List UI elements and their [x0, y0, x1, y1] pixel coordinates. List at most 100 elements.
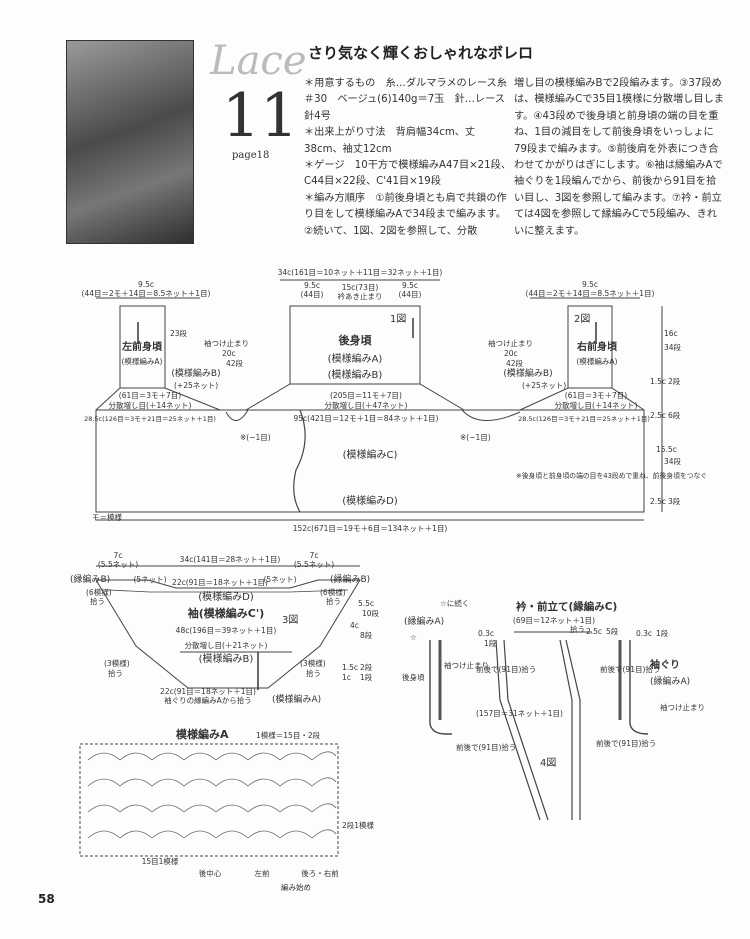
- right-front-pattern: (模様編みA): [577, 356, 618, 366]
- fig3-r1: 1段: [360, 672, 373, 682]
- left-front-panel: [119, 305, 166, 389]
- pattern-a-back-center: 後中心: [199, 868, 222, 878]
- fig3-r1c: 1c: [342, 673, 351, 682]
- left-61: (61目＝3モ＋7目): [119, 391, 182, 400]
- fig3-bottom-pick: 袖ぐりの縁編みAから拾う: [164, 695, 252, 705]
- fig3-r10: 10段: [362, 608, 380, 618]
- fig1-back-neck: 15c(73目): [342, 283, 379, 292]
- mo-legend: モ＝模様: [92, 512, 122, 522]
- fig4-label: 4図: [540, 757, 556, 769]
- fig3-rows6-right: (6模様): [320, 587, 346, 597]
- back-dist: 分散増し目(＋47ネット): [325, 400, 408, 410]
- fig3-edge-b-left: (縁編みB): [70, 573, 110, 585]
- fig3-pick3-right: 拾う: [306, 668, 321, 678]
- fig4-back-body: 後身頃: [402, 672, 425, 682]
- fig2-label: 2図: [574, 313, 590, 325]
- fig3-r2: 2段: [360, 662, 373, 672]
- fig1-left-shoulder-c: 9.5c: [138, 280, 154, 289]
- model-photo: [66, 40, 194, 244]
- back-pattern-a: (模様編みA): [328, 352, 383, 365]
- back-pattern-b: (模様編みB): [328, 368, 383, 381]
- fig3-right-7c: 7c: [310, 551, 319, 560]
- back-panel: [289, 305, 421, 385]
- fig4-pick-top: 拾う: [570, 624, 585, 634]
- pattern-c-label: (模様編みC): [343, 448, 398, 461]
- fig3-rows3-right: (3模様): [300, 658, 326, 668]
- fig4-c25: 2.5c: [586, 627, 602, 636]
- fig3-pattern-d: (模様編みD): [198, 590, 254, 603]
- r-15c: 1.5c: [650, 377, 666, 386]
- lace-page-ref: page18: [232, 150, 270, 161]
- right-c20: 20c: [504, 349, 518, 358]
- fig4-front-back-91-left: 前後で(91目)拾う: [476, 664, 536, 674]
- fig3-left-7c: 7c: [114, 551, 123, 560]
- row-c95: 95c(421目＝12モ＋1目＝84ネット＋1目): [294, 414, 439, 423]
- r-6: 6段: [668, 410, 681, 420]
- fig4-rows1-left: 1段: [484, 638, 497, 648]
- fig4-armhole: 袖ぐり: [649, 658, 680, 671]
- fig3-rows6-left: (6模様): [86, 587, 112, 597]
- body-outline: [95, 409, 645, 513]
- fig3-pick3-left: 拾う: [108, 668, 123, 678]
- left-dist: 分散増し目(＋14ネット): [109, 400, 192, 410]
- left-plus-25: (+25ネット): [174, 381, 218, 390]
- fig3-pick-left: 拾う: [90, 596, 105, 606]
- fig3-c48: 48c(196目＝39ネット＋1目): [176, 626, 277, 635]
- fig1-left-shoulder-st: (44目＝2モ＋14目＝8.5ネット＋1目): [82, 289, 211, 298]
- minus1-right: ※(−1目): [460, 433, 491, 442]
- fig3-bottom-c22: 22c(91目＝18ネット＋1目): [160, 687, 256, 696]
- pattern-a-rows2: 2段1模様: [342, 820, 375, 830]
- lace-word: Lace: [210, 38, 307, 84]
- fig3-right-55: (5.5ネット): [294, 560, 334, 569]
- fig3-top-total: 34c(141目＝28ネット＋1目): [180, 555, 281, 564]
- fig4-star: ☆: [410, 633, 417, 642]
- pattern-d-label: (模様編みD): [342, 494, 398, 507]
- left-rows-23: 23段: [170, 328, 188, 338]
- fig3-edge-b-right: (縁編みB): [330, 573, 370, 585]
- fig1-top-total: 34c(161目＝10ネット＋11目＝32ネット＋1目): [278, 268, 443, 277]
- fig3-label: 3図: [282, 614, 298, 626]
- fig1-back-shoulder-left: 9.5c: [304, 281, 320, 290]
- fig4-edge-a-left: (縁編みA): [404, 615, 444, 627]
- fig4-c03-right: 0.3c: [636, 629, 652, 638]
- right-front-panel: [567, 305, 613, 389]
- right-61: (61目＝3モ＋7目): [565, 391, 628, 400]
- fig3-pattern-a: (模様編みA): [272, 693, 321, 705]
- pattern-a-left-front: 左前: [255, 868, 270, 878]
- row-left-285: 28.5c(126目＝3モ＋21目＝25ネット＋1目): [84, 415, 216, 423]
- fig1-right-shoulder-st: (44目＝2モ＋14目＝8.5ネット＋1目): [526, 289, 655, 298]
- fig4-rows5: 5段: [606, 626, 619, 636]
- fig3-r55c: 5.5c: [358, 599, 374, 608]
- pattern-a-back-right: 後ろ・右前: [301, 868, 339, 878]
- fig3-pattern-b: (模様編みB): [199, 652, 254, 665]
- fig3-net5-left: (5ネット): [133, 575, 166, 584]
- fig4-front-back-91-bottom: 前後で(91目)拾う: [456, 742, 516, 752]
- left-front-label: 左前身頃: [121, 340, 163, 353]
- fig3-pick-right: 拾う: [326, 596, 341, 606]
- r-34: 34段: [664, 342, 682, 352]
- fig4-rows1-right: 1段: [656, 628, 669, 638]
- fig1-note: ※後身頃と前身頃の端の目を43段めで重ね、前後身頃をつなぐ: [516, 471, 707, 480]
- pattern-a-start: 編み始め: [281, 882, 311, 892]
- fig3-r8: 8段: [360, 630, 373, 640]
- lace-number: 11: [222, 81, 299, 151]
- row-right-285: 28.5c(126目＝3モ＋21目＝25ネット＋1目): [518, 415, 650, 423]
- fig4-front-back-91-right: 前後で(91目)拾う: [600, 664, 660, 674]
- page-title: さり気なく輝くおしゃれなボレロ: [308, 44, 534, 62]
- right-sleeve-stop: 袖つけ止まり: [488, 338, 533, 348]
- fig1-back-shoulder-right: 9.5c: [402, 281, 418, 290]
- pattern-a-title: 模様編みA: [176, 727, 229, 741]
- fig4-c03-left: 0.3c: [478, 629, 494, 638]
- pattern-a-motifs: [87, 751, 337, 839]
- back-205: (205目＝11モ＋7目): [330, 391, 402, 400]
- fig1-right-shoulder-c: 9.5c: [582, 280, 598, 289]
- fig4-c157: (157目＝31ネット＋1目): [476, 709, 563, 718]
- fig1-label: 1図: [390, 313, 406, 325]
- r-2: 2段: [668, 376, 681, 386]
- fig3-sleeve: 袖(模様編みC'): [188, 606, 265, 620]
- page-number: 58: [38, 892, 55, 906]
- r-155c: 15.5c: [656, 445, 677, 454]
- r-25c: 2.5c: [650, 411, 666, 420]
- pattern-a-st15: 15目1模様: [142, 856, 179, 866]
